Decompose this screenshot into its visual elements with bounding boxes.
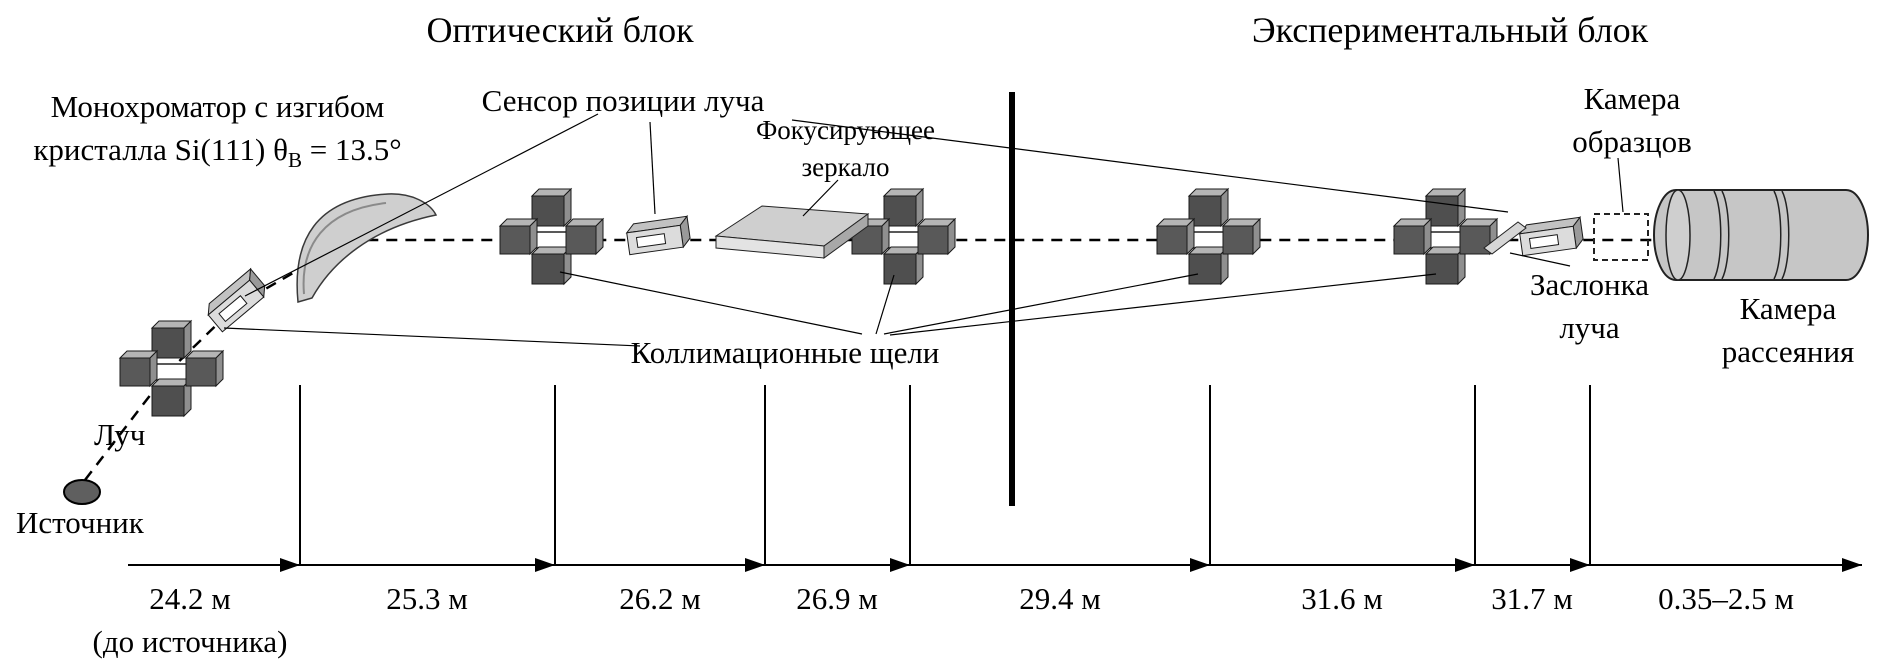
distance-sublabel: (до источника): [92, 623, 288, 659]
ruler-arrow-icon: [535, 558, 555, 572]
distance-label: 0.35–2.5 м: [1606, 578, 1846, 621]
collimation-slit-icon: [1156, 188, 1261, 285]
label-pointer-lines: [223, 113, 1624, 347]
pointer-line: [223, 327, 641, 347]
distance-label: 26.9 м: [727, 578, 947, 621]
ruler-arrow-icon: [745, 558, 765, 572]
collimation-slit-icon: [499, 188, 604, 285]
beam-position-sensor-icon: [202, 268, 271, 333]
distance-ruler: [128, 385, 1862, 572]
pointer-line: [649, 121, 656, 215]
distance-label: 31.7 м: [1422, 578, 1642, 621]
sample-chamber-label-line1: Камера: [1583, 81, 1681, 116]
focusing-mirror-label-line1: Фокусирующее: [755, 115, 936, 145]
sample-chamber-label-line2: образцов: [1572, 123, 1692, 159]
distance-value: 26.2 м: [619, 581, 701, 616]
distance-value: 31.7 м: [1491, 581, 1573, 616]
ruler-arrow-icon: [1842, 558, 1862, 572]
monochromator-label: Монохроматор с изгибом кристалла Si(111)…: [0, 86, 435, 175]
pointer-line: [559, 271, 863, 335]
distance-label: 24.2 м (до источника): [70, 578, 310, 664]
focusing-mirror-label-line2: зеркало: [801, 152, 890, 183]
focusing-mirror-label: Фокусирующее зеркало: [728, 112, 963, 187]
distance-value: 31.6 м: [1301, 581, 1383, 616]
distance-value: 24.2 м: [149, 581, 231, 616]
monochromator-label-line2-suffix: = 13.5°: [302, 131, 402, 167]
experimental-block-title: Экспериментальный блок: [1251, 10, 1649, 50]
monochromator-label-line1: Монохроматор с изгибом: [50, 89, 385, 124]
ruler-arrow-icon: [280, 558, 300, 572]
ruler-arrow-icon: [890, 558, 910, 572]
pointer-line: [791, 119, 1509, 213]
beam-position-sensor-label: Сенсор позиции луча: [481, 83, 765, 118]
monochromator-label-line2-prefix: кристалла Si(111) θ: [33, 131, 288, 167]
distance-label: 31.6 м: [1232, 578, 1452, 621]
sample-chamber-label: Камера образцов: [1532, 78, 1732, 164]
scattering-chamber-label-line2: рассеяния: [1721, 333, 1855, 369]
distance-label: 26.2 м: [550, 578, 770, 621]
scattering-chamber-label: Камера рассеяния: [1688, 288, 1883, 374]
collimation-slit-icon: [851, 188, 956, 285]
distance-value: 29.4 м: [1019, 581, 1101, 616]
bent-crystal-monochromator-icon: [296, 193, 438, 303]
scattering-chamber-icon: [1652, 189, 1870, 281]
monochromator-label-line2: кристалла Si(111) θB = 13.5°: [0, 129, 435, 175]
beam-label: Луч: [94, 417, 146, 452]
pointer-line: [875, 274, 895, 335]
beam-shutter-label-line1: Заслонка: [1530, 267, 1649, 302]
beam-position-sensor-icon: [1518, 216, 1585, 257]
pointer-line: [889, 273, 1437, 336]
monochromator-label-theta-sub: B: [287, 147, 303, 172]
pointer-line: [1617, 157, 1624, 213]
beam-position-sensor-icon: [625, 215, 692, 256]
ruler-arrow-icon: [1190, 558, 1210, 572]
collimation-slits-label: Коллимационные щели: [630, 335, 940, 370]
beam-shutter-label-line2: луча: [1559, 309, 1620, 345]
ruler-arrow-icon: [1570, 558, 1590, 572]
collimation-slit-icon: [1393, 188, 1498, 285]
ruler-arrow-icon: [1455, 558, 1475, 572]
source-icon: [63, 479, 101, 505]
optical-block-title: Оптический блок: [426, 10, 694, 50]
sample-chamber-outline-icon: [1593, 213, 1649, 261]
pointer-line: [244, 113, 599, 297]
pointer-line: [1509, 252, 1571, 267]
distance-value: 26.9 м: [796, 581, 878, 616]
focusing-mirror-icon: [714, 205, 870, 259]
beam-shutter-icon: [1483, 221, 1527, 255]
distance-label: 25.3 м: [317, 578, 537, 621]
source-label: Источник: [16, 505, 144, 540]
pointer-line: [883, 273, 1199, 335]
distance-label: 29.4 м: [950, 578, 1170, 621]
pointer-line: [802, 179, 839, 217]
beam-shutter-label: Заслонка луча: [1502, 264, 1677, 350]
distance-value: 0.35–2.5 м: [1658, 581, 1794, 616]
distance-value: 25.3 м: [386, 581, 468, 616]
scattering-chamber-label-line1: Камера: [1739, 291, 1837, 326]
